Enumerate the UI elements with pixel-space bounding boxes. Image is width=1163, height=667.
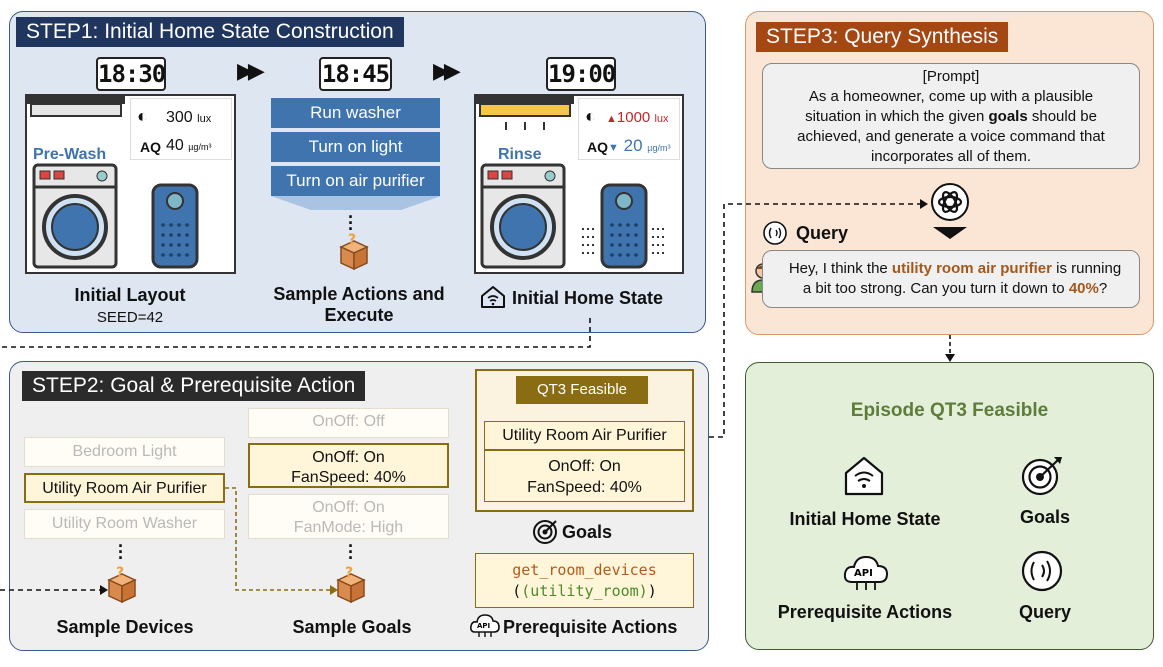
action-turn-on-air-purifier: Turn on air purifier [271, 166, 440, 196]
aq-value-final: ▼ 20 µg/m³ [608, 136, 671, 155]
step2-title: STEP2: Goal & Prerequisite Action [22, 371, 366, 401]
ceiling-light-on-icon [476, 96, 574, 130]
ellipsis-icon: ··· [118, 536, 124, 568]
episode-panel [745, 362, 1154, 650]
washer-icon [480, 163, 566, 269]
brightness-icon: ◐ [585, 106, 596, 126]
feasible-badge: QT3 Feasible [516, 376, 648, 404]
voice-icon [1021, 550, 1063, 592]
goal-onoff-off: OnOff: Off [248, 408, 449, 438]
lux-value-final: ▲1000 lux [606, 109, 669, 126]
prompt-text: As a homeowner, come up with a plausible… [797, 88, 1105, 165]
step1-title: STEP1: Initial Home State Construction [16, 17, 404, 47]
episode-item-home-state: Initial Home State [789, 509, 941, 529]
aq-value-initial: 40 µg/m³ [166, 137, 212, 154]
episode-item-prereq: Prerequisite Actions [777, 602, 953, 622]
smart-home-icon [481, 286, 505, 308]
sensor-card-final [578, 98, 680, 160]
prerequisite-code: get_room_devices((utility_room)) [475, 553, 694, 608]
api-cloud-icon: API [843, 555, 889, 590]
target-icon [1021, 457, 1062, 496]
clock-final: 19:00 [546, 57, 616, 91]
initial-home-state-label: Initial Home State [512, 288, 664, 308]
device-utility-room-washer: Utility Room Washer [24, 509, 225, 539]
query-label: Query [796, 223, 849, 243]
initial-layout-label: Initial Layout [74, 285, 186, 305]
device-utility-room-air-purifier: Utility Room Air Purifier [24, 473, 225, 503]
clock-initial: 18:30 [96, 57, 166, 91]
goals-label: Goals [562, 522, 613, 542]
sample-box-icon: ? [339, 232, 369, 271]
brightness-icon: ◐ [137, 106, 148, 126]
svg-text:?: ? [348, 232, 356, 248]
sensor-card-initial [130, 98, 232, 160]
air-purifier-running-icon [582, 183, 666, 269]
feasible-device: Utility Room Air Purifier [484, 421, 685, 450]
prompt-header: [Prompt] [922, 68, 980, 85]
svg-text:API: API [854, 568, 873, 579]
llm-logo-icon [931, 183, 969, 239]
step3-title: STEP3: Query Synthesis [756, 22, 1009, 52]
target-icon [533, 520, 557, 544]
lux-value-initial: 300 lux [166, 109, 212, 126]
action-turn-on-light: Turn on light [271, 132, 440, 162]
action-run-washer: Run washer [271, 98, 440, 128]
seed-label: SEED=42 [96, 309, 164, 326]
episode-title: Episode QT3 Feasible [850, 400, 1049, 421]
washer-icon [32, 163, 118, 269]
svg-text:?: ? [116, 565, 124, 581]
actions-funnel [271, 196, 441, 210]
washer-state-final: Rinse [498, 146, 542, 163]
device-bedroom-light: Bedroom Light [24, 437, 225, 467]
episode-item-goals: Goals [1019, 507, 1071, 527]
voice-icon [763, 221, 787, 245]
air-purifier-icon [151, 183, 199, 269]
sample-box-icon: ? [336, 565, 366, 604]
episode-item-query: Query [1018, 602, 1072, 622]
ceiling-light-off-icon [27, 96, 125, 117]
prompt-box: [Prompt] As a homeowner, come up with a … [762, 63, 1140, 169]
query-text: Hey, I think the utility room air purifi… [762, 250, 1140, 308]
sample-box-icon: ? [107, 565, 137, 604]
washer-state-initial: Pre-Wash [33, 146, 107, 163]
svg-text:?: ? [345, 565, 353, 581]
prerequisite-actions-label: Prerequisite Actions [503, 617, 678, 637]
clock-action: 18:45 [319, 57, 392, 91]
api-cloud-icon: API [470, 614, 500, 637]
svg-text:API: API [477, 622, 490, 630]
smart-home-icon [844, 456, 884, 496]
sample-devices-label: Sample Devices [56, 617, 194, 637]
aq-label: AQ [587, 139, 608, 155]
sample-goals-label: Sample Goals [292, 617, 412, 637]
ellipsis-icon: ··· [348, 536, 354, 568]
aq-label: AQ [140, 139, 161, 155]
ellipsis-icon: ··· [348, 207, 354, 239]
